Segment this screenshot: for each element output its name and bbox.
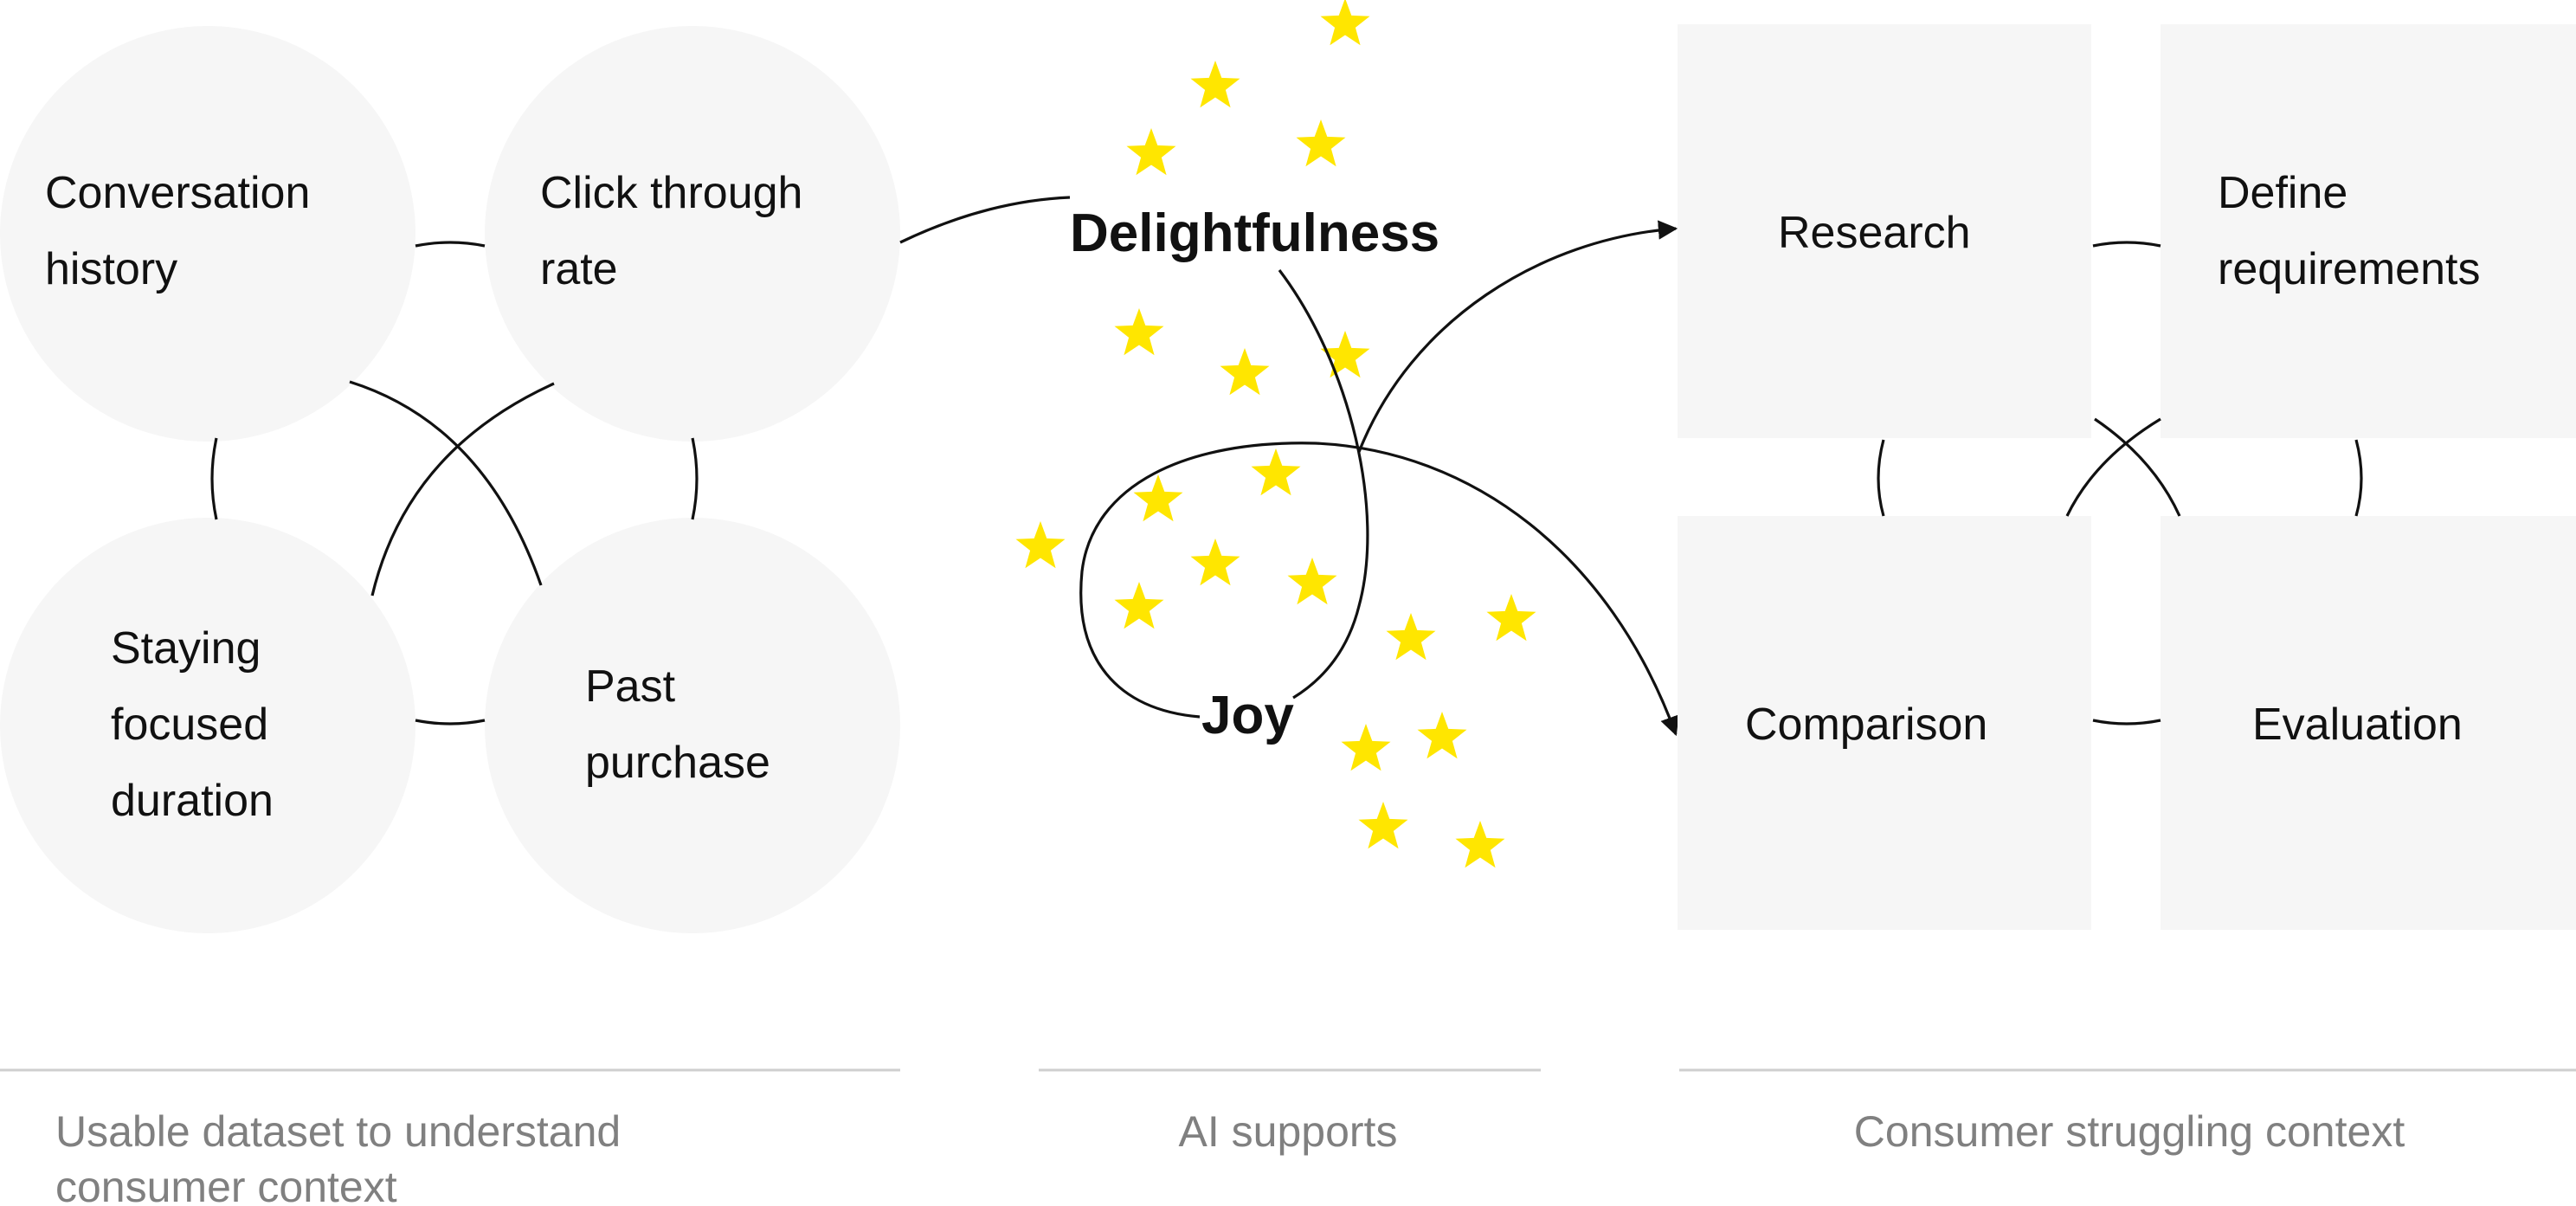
star-icon	[1190, 539, 1240, 586]
node-box-research	[1678, 24, 2091, 438]
node-label-research: Research	[1778, 208, 1971, 258]
node-box-comparison	[1678, 516, 2091, 930]
connector-right-cross-2	[2065, 417, 2161, 517]
curve-to-research	[1357, 220, 1678, 453]
right-cluster: Research Define requirements Comparison …	[1678, 24, 2576, 930]
star-icon	[1133, 474, 1183, 522]
label-line: Conversation	[45, 168, 310, 218]
star-icon	[1455, 821, 1505, 868]
node-circle-staying-focused-duration	[0, 518, 415, 933]
label-line: focused	[111, 700, 268, 750]
connector-left-bottom	[415, 719, 486, 726]
star-icon	[1251, 448, 1301, 496]
middle-cluster: Delightfulness Joy	[1015, 0, 1679, 868]
node-label-click-through-rate: Click through rate	[540, 168, 815, 294]
label-line: Click through	[540, 168, 802, 218]
star-icon	[1114, 582, 1164, 629]
star-icon	[1358, 802, 1408, 849]
connector-left-top	[415, 241, 486, 248]
label-line: history	[45, 244, 177, 294]
connector-to-delightfulness	[899, 196, 1071, 244]
node-label-staying-focused-duration: Staying focused duration	[111, 623, 281, 826]
label-line: consumer context	[55, 1163, 397, 1206]
star-field	[1015, 0, 1536, 868]
section-label-middle: AI supports	[1179, 1107, 1398, 1156]
label-line: duration	[111, 776, 274, 826]
star-icon	[1015, 521, 1066, 569]
node-label-past-purchase: Past purchase	[585, 661, 770, 788]
connector-left-side-1	[210, 437, 218, 520]
star-icon	[1386, 613, 1436, 661]
star-icon	[1417, 712, 1467, 759]
connector-right-side-1	[1877, 439, 1885, 517]
label-delightfulness: Delightfulness	[1070, 203, 1439, 263]
connector-right-cross-1	[2094, 417, 2181, 517]
connector-left-cross-2	[370, 382, 555, 597]
connector-left-cross-1	[349, 380, 543, 586]
node-label-define-requirements: Define requirements	[2218, 168, 2480, 294]
node-label-conversation-history: Conversation history	[45, 168, 323, 294]
label-line: requirements	[2218, 244, 2480, 294]
star-icon	[1126, 128, 1176, 176]
connector-right-top	[2092, 241, 2161, 248]
node-box-define-requirements	[2161, 24, 2576, 438]
label-line: Past	[585, 661, 676, 712]
connector-left-side-2	[691, 437, 699, 520]
section-label-left: Usable dataset to understand consumer co…	[55, 1107, 633, 1206]
node-circle-past-purchase	[485, 518, 900, 933]
star-icon	[1486, 594, 1536, 642]
star-icon	[1296, 119, 1346, 167]
curve-joy-loop-to-comparison	[1079, 442, 1679, 737]
star-icon	[1287, 558, 1337, 605]
node-label-evaluation: Evaluation	[2252, 700, 2463, 750]
connector-right-bottom	[2092, 719, 2161, 726]
star-icon	[1320, 0, 1370, 46]
label-line: Usable dataset to understand	[55, 1107, 621, 1156]
connector-right-side-2	[2354, 439, 2363, 517]
star-icon	[1320, 331, 1370, 378]
node-circle-click-through-rate	[485, 26, 900, 442]
node-label-comparison: Comparison	[1745, 700, 1987, 750]
label-line: Define	[2218, 168, 2347, 218]
node-circle-conversation-history	[0, 26, 415, 442]
star-icon	[1341, 724, 1391, 771]
label-line: rate	[540, 244, 618, 294]
node-box-evaluation	[2161, 516, 2576, 930]
curve-delightfulness-to-joy	[1278, 269, 1369, 700]
star-icon	[1190, 61, 1240, 108]
left-cluster: Conversation history Click through rate …	[0, 26, 1071, 933]
star-icon	[1114, 308, 1164, 356]
label-joy: Joy	[1201, 686, 1294, 745]
label-line: purchase	[585, 738, 770, 788]
star-icon	[1220, 348, 1270, 396]
section-footer: Usable dataset to understand consumer co…	[0, 1068, 2576, 1206]
label-line: Staying	[111, 623, 261, 674]
section-label-right: Consumer struggling context	[1854, 1107, 2405, 1156]
